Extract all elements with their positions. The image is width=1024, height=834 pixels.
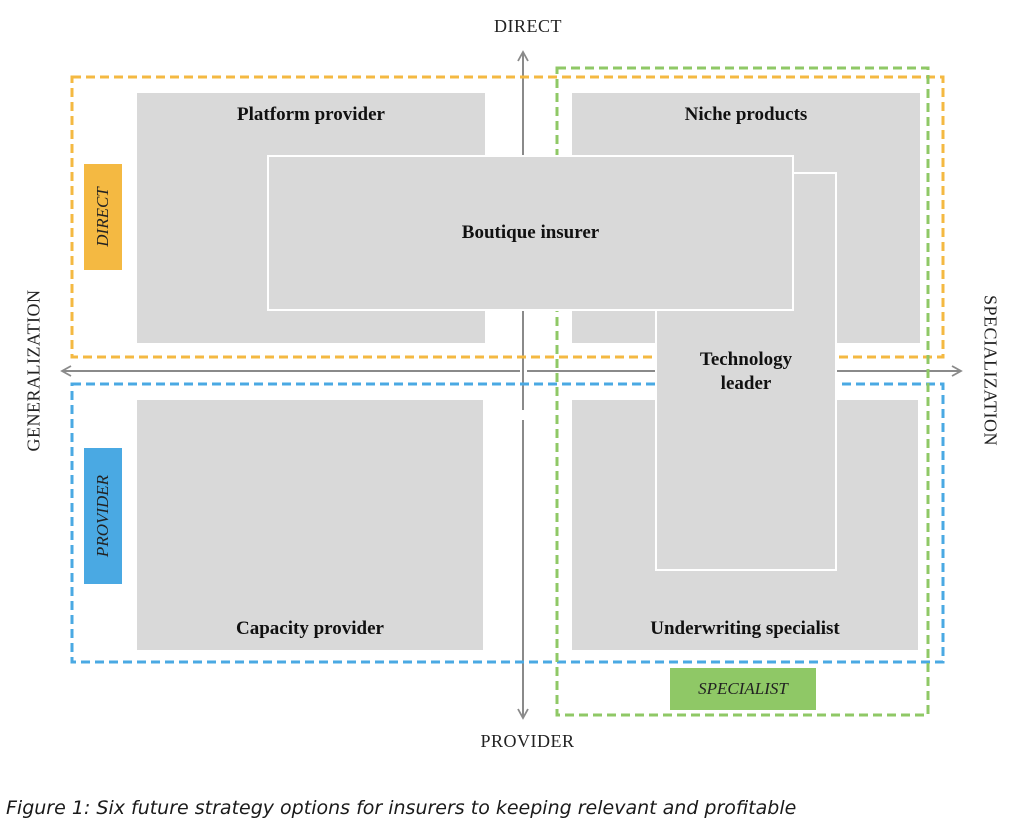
specialist-zone-tag-label: SPECIALIST: [698, 679, 788, 698]
axis-label-top: DIRECT: [494, 16, 562, 36]
direct-zone-border: [70, 75, 945, 359]
specialist-zone-tag: SPECIALIST: [670, 668, 816, 710]
axis-label-bottom: PROVIDER: [480, 731, 575, 751]
provider-zone-tag: PROVIDER: [84, 448, 122, 584]
quadrant-label-platform-provider: Platform provider: [237, 104, 385, 125]
figure-caption: Figure 1: Six future strategy options fo…: [6, 797, 797, 819]
provider-zone-tag-label: PROVIDER: [93, 474, 113, 558]
quadrant-label-niche-products: Niche products: [684, 104, 808, 125]
boutique-insurer-box: Boutique insurer: [267, 155, 794, 311]
quadrant-label-capacity-provider: Capacity provider: [236, 618, 384, 639]
quadrant-capacity-provider: Capacity provider: [137, 400, 483, 650]
provider-zone-border: [70, 382, 945, 664]
specialist-zone-border: [555, 66, 930, 717]
direct-zone-tag: DIRECT: [84, 164, 122, 270]
boutique-insurer-label: Boutique insurer: [461, 222, 600, 243]
technology-leader-label: Technology leader: [699, 348, 793, 394]
direct-zone-tag-label: DIRECT: [93, 187, 112, 247]
quadrant-label-underwriting-specialist: Underwriting specialist: [650, 618, 840, 639]
